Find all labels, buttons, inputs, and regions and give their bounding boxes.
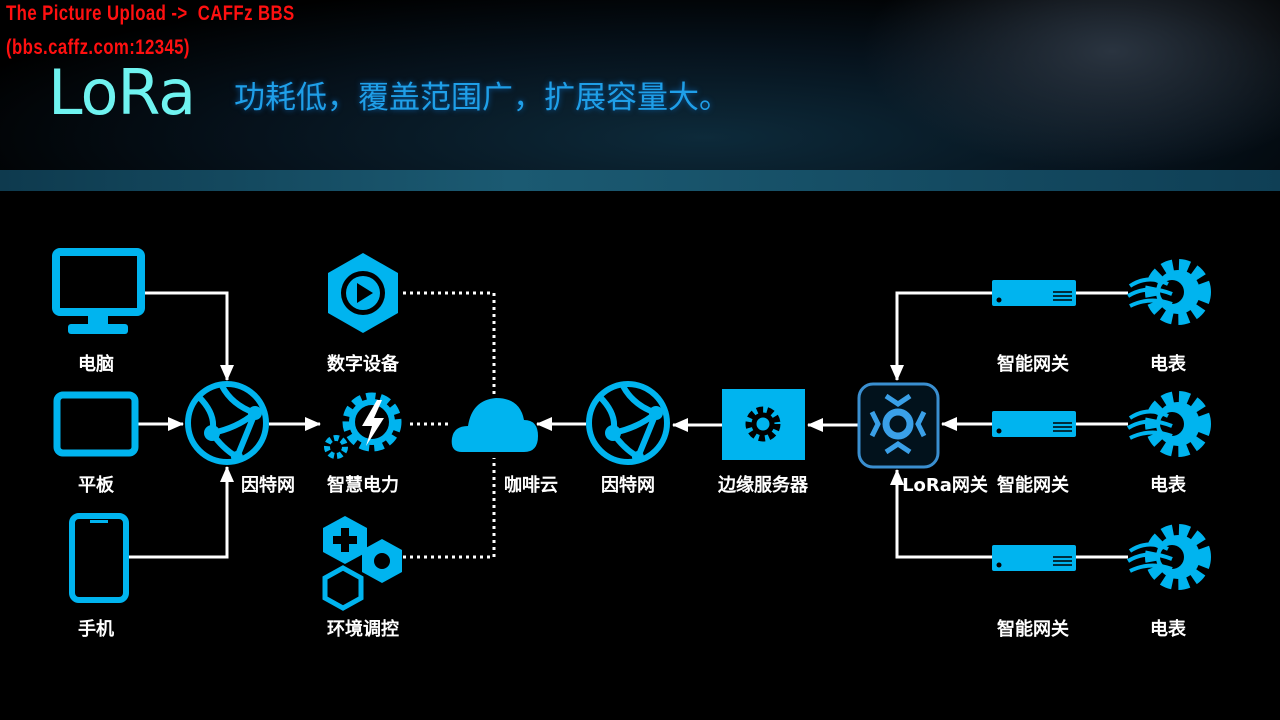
play-hexagon-icon xyxy=(328,253,398,333)
gateway-device-icon xyxy=(992,411,1076,437)
arrow-gw3-lora xyxy=(890,469,992,559)
label-pc: 电脑 xyxy=(78,354,114,375)
globe-icon xyxy=(185,381,269,465)
connectors xyxy=(127,291,1128,559)
label-gateway: 智能网关 xyxy=(997,354,1069,375)
label-gateway: 智能网关 xyxy=(997,475,1069,496)
dotted-links xyxy=(403,291,496,559)
label-edge-server: 边缘服务器 xyxy=(718,475,808,496)
monitor-icon xyxy=(52,248,145,334)
globe-icon xyxy=(586,381,670,465)
label-digital-device: 数字设备 xyxy=(327,354,399,375)
cloud-icon xyxy=(451,398,538,452)
label-internet-1: 因特网 xyxy=(241,475,295,496)
header-band xyxy=(0,170,1280,191)
hexagon-cluster-icon xyxy=(322,516,402,611)
label-lora-gateway: LoRa网关 xyxy=(902,475,988,496)
label-tablet: 平板 xyxy=(78,475,114,496)
arrow-pc-internet xyxy=(142,291,234,381)
label-cloud: 咖啡云 xyxy=(504,475,558,496)
label-phone: 手机 xyxy=(78,619,114,640)
gear-lightning-icon xyxy=(324,392,402,459)
meter-gear-icon xyxy=(1126,259,1211,325)
arrow-gw1-lora xyxy=(890,291,992,381)
label-meter: 电表 xyxy=(1150,619,1186,640)
page-title: LoRa xyxy=(48,56,196,129)
watermark-line2: (bbs.caffz.com:12345) xyxy=(6,36,190,59)
meter-gear-icon xyxy=(1126,391,1211,457)
meter-gear-icon xyxy=(1126,524,1211,590)
lora-gateway-icon xyxy=(857,382,940,469)
tablet-icon xyxy=(53,391,139,457)
server-gear-icon xyxy=(722,389,805,460)
gateway-device-icon xyxy=(992,545,1076,571)
gateway-device-icon xyxy=(992,280,1076,306)
arrow-phone-internet xyxy=(127,466,234,559)
label-smart-power: 智慧电力 xyxy=(327,475,399,496)
label-meter: 电表 xyxy=(1150,475,1186,496)
banner-glow xyxy=(860,0,1280,172)
phone-icon xyxy=(69,513,129,603)
watermark-line1: The Picture Upload -> CAFFz BBS xyxy=(6,2,295,25)
label-environment: 环境调控 xyxy=(327,619,399,640)
meter-links xyxy=(1076,291,1128,559)
label-meter: 电表 xyxy=(1150,354,1186,375)
header-banner xyxy=(0,0,1280,172)
label-gateway: 智能网关 xyxy=(997,619,1069,640)
label-internet-2: 因特网 xyxy=(601,475,655,496)
page-subtitle: 功耗低，覆盖范围广，扩展容量大。 xyxy=(234,80,730,116)
